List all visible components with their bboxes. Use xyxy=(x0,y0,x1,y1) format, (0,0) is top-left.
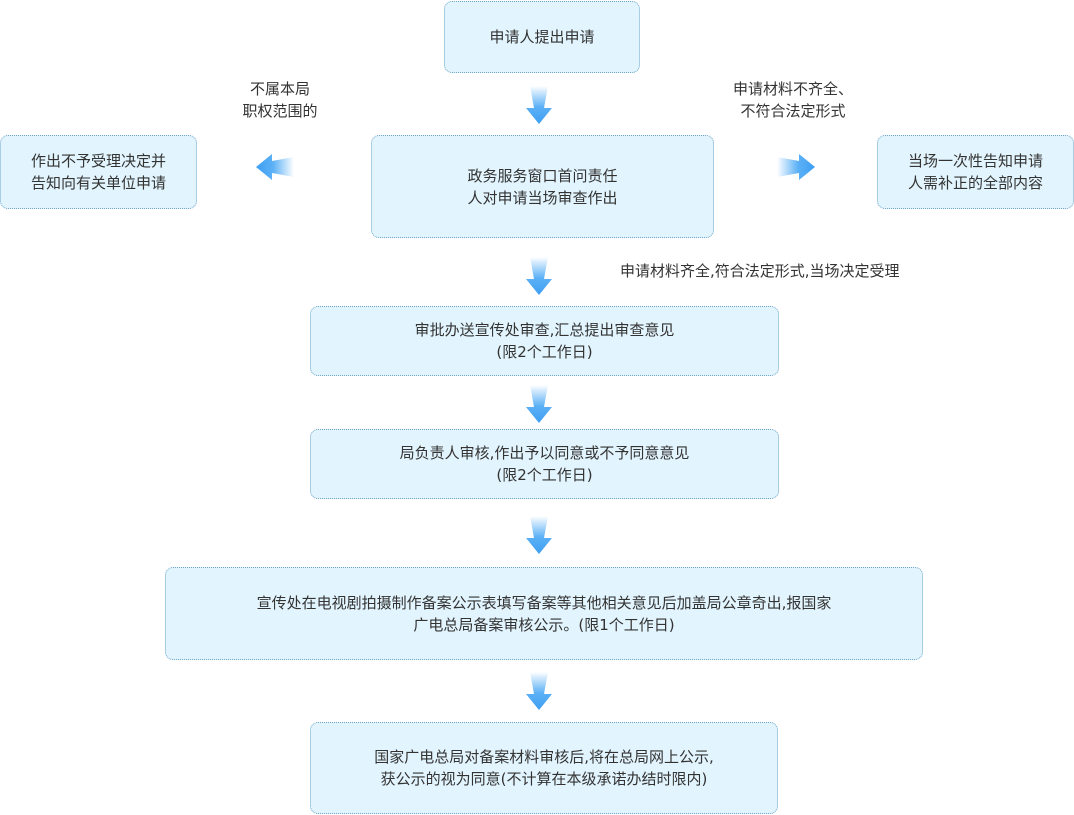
edge-label-line: 不符合法定形式 xyxy=(740,102,846,120)
node-notify-supplement-line: 人需补正的全部内容 xyxy=(907,174,1043,192)
node-window-review-line: 人对申请当场审查作出 xyxy=(467,188,618,207)
edge-label-line: 不属本局 xyxy=(249,80,310,98)
node-publicity-review-line: (限2个工作日) xyxy=(496,343,593,361)
node-filing-form: 宣传处在电视剧拍摄制作备案公示表填写备案等其他相关意见后加盖局公章奇出,报国家 … xyxy=(165,567,923,660)
node-filing-form-line: 宣传处在电视剧拍摄制作备案公示表填写备案等其他相关意见后加盖局公章奇出,报国家 xyxy=(256,593,832,612)
node-reject-line: 告知向有关单位申请 xyxy=(30,174,166,192)
arrow-down-icon xyxy=(526,516,552,554)
node-notify-supplement: 当场一次性告知申请 人需补正的全部内容 xyxy=(877,135,1074,209)
node-publicity-review: 审批办送宣传处审查,汇总提出审查意见 (限2个工作日) xyxy=(310,306,779,376)
node-leader-review-line: (限2个工作日) xyxy=(496,466,593,484)
node-notify-supplement-line: 当场一次性告知申请 xyxy=(907,152,1043,170)
node-publicity-review-line: 审批办送宣传处审查,汇总提出审查意见 xyxy=(414,321,675,339)
edge-label-line: 申请材料不齐全、 xyxy=(732,80,853,98)
edge-label-line: 职权范围的 xyxy=(242,102,318,120)
edge-label-line: 申请材料齐全,符合法定形式,当场决定受理 xyxy=(620,262,900,280)
node-leader-review: 局负责人审核,作出予以同意或不予同意意见 (限2个工作日) xyxy=(310,429,779,499)
edge-label-accepted: 申请材料齐全,符合法定形式,当场决定受理 xyxy=(620,260,900,282)
node-window-review-line: 政务服务窗口首问责任 xyxy=(467,166,618,185)
node-national-publish-line: 获公示的视为同意(不计算在本级承诺办结时限内) xyxy=(380,770,708,788)
node-leader-review-line: 局负责人审核,作出予以同意或不予同意意见 xyxy=(399,444,690,462)
node-national-publish-line: 国家广电总局对备案材料审核后,将在总局网上公示, xyxy=(374,748,714,766)
node-window-review: 政务服务窗口首问责任 人对申请当场审查作出 xyxy=(371,135,714,238)
node-filing-form-line: 广电总局备案审核公示。(限1个工作日) xyxy=(413,615,675,634)
node-reject: 作出不予受理决定并 告知向有关单位申请 xyxy=(0,135,197,209)
node-apply: 申请人提出申请 xyxy=(444,1,640,73)
node-reject-line: 作出不予受理决定并 xyxy=(30,152,166,170)
arrow-down-icon xyxy=(526,385,552,423)
arrow-down-icon xyxy=(526,257,552,295)
edge-label-incomplete: 申请材料不齐全、 不符合法定形式 xyxy=(718,78,868,122)
node-apply-line: 申请人提出申请 xyxy=(489,28,595,46)
arrow-left-icon xyxy=(256,154,294,180)
arrow-right-icon xyxy=(777,154,815,180)
arrow-down-icon xyxy=(526,86,552,124)
edge-label-not-in-scope: 不属本局 职权范围的 xyxy=(225,78,335,122)
arrow-down-icon xyxy=(526,672,552,710)
node-national-publish: 国家广电总局对备案材料审核后,将在总局网上公示, 获公示的视为同意(不计算在本级… xyxy=(310,722,778,814)
